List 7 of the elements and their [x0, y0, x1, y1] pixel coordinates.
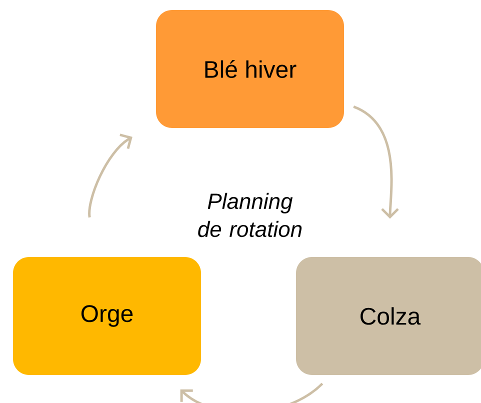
arrow: [353, 106, 399, 219]
center-label: Planning de rotation: [198, 192, 302, 238]
process-box: Blé hiver: [156, 10, 344, 128]
process-box: Orge: [13, 257, 201, 375]
arrow: [180, 382, 324, 403]
arrow: [88, 134, 132, 218]
process-box: Colza: [296, 257, 481, 375]
